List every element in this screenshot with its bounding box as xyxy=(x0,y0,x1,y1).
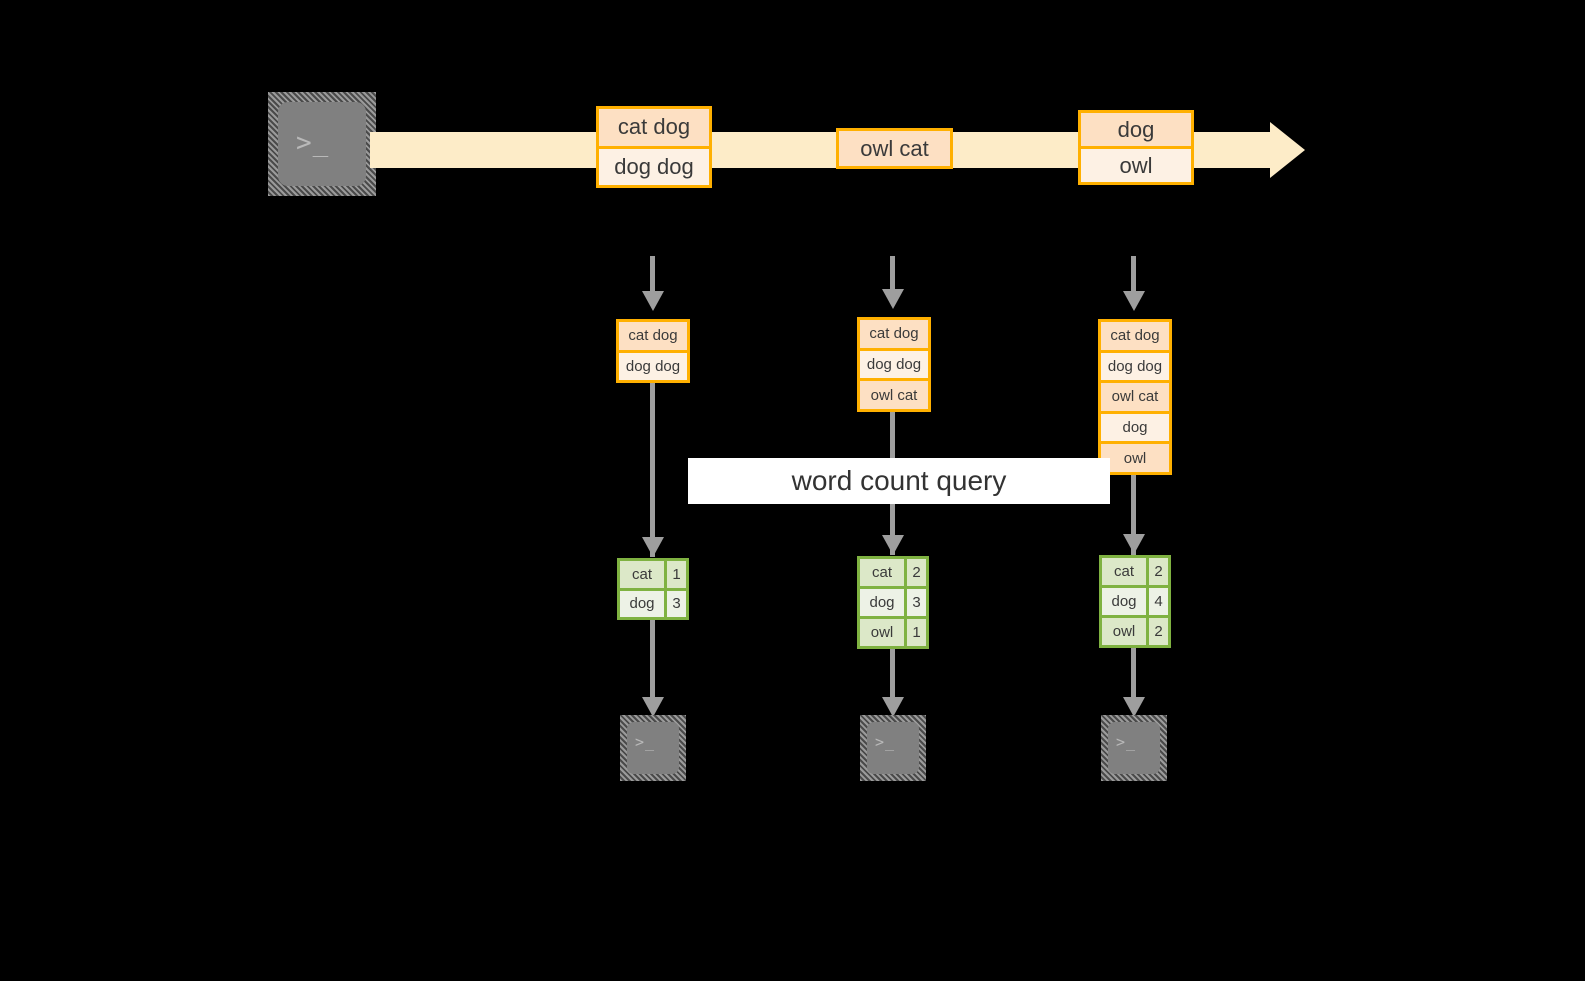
column-1-result-table: cat 1 dog 3 xyxy=(617,558,689,620)
stream-batch-3-row-2: owl xyxy=(1081,146,1191,182)
table-row: owl 1 xyxy=(860,616,926,646)
source-terminal-icon: >_ xyxy=(268,92,376,196)
column-2-query-arrowhead xyxy=(882,535,904,555)
column-2-buffer-row-3: owl cat xyxy=(860,378,928,410)
column-2-sink-arrowhead xyxy=(882,697,904,717)
column-3-sink-terminal-prompt: >_ xyxy=(1116,733,1137,751)
column-2-sink-line xyxy=(890,649,895,698)
column-2-sink-terminal-prompt: >_ xyxy=(875,733,896,751)
column-2-result-key-3: owl xyxy=(860,619,904,646)
column-1-buffer-row-2: dog dog xyxy=(619,349,687,380)
column-3-sink-terminal-body: >_ xyxy=(1108,722,1160,774)
column-2-result-value-3: 1 xyxy=(904,619,926,646)
column-2-buffer-row-2: dog dog xyxy=(860,347,928,379)
column-3-sink-line xyxy=(1131,648,1136,698)
column-2-sink-terminal-body: >_ xyxy=(867,722,919,774)
column-3-buffer-row-4: dog xyxy=(1101,410,1169,442)
stream-batch-3: dog owl xyxy=(1078,110,1194,185)
column-2-buffer: cat dog dog dog owl cat xyxy=(857,317,931,412)
column-3-result-value-3: 2 xyxy=(1146,618,1168,645)
stream-batch-2: owl cat xyxy=(836,128,953,169)
column-1-sink-terminal-body: >_ xyxy=(627,722,679,774)
column-1-buffer: cat dog dog dog xyxy=(616,319,690,383)
column-3-sink-arrowhead xyxy=(1123,697,1145,717)
column-1-result-key-1: cat xyxy=(620,561,664,588)
column-1-inbound-dashed-line xyxy=(650,256,655,292)
column-2-result-table: cat 2 dog 3 owl 1 xyxy=(857,556,929,649)
word-count-query-label: word count query xyxy=(791,465,1007,496)
column-3-result-key-2: dog xyxy=(1102,588,1146,615)
stream-batch-1: cat dog dog dog xyxy=(596,106,712,188)
table-row: dog 4 xyxy=(1102,585,1168,615)
stream-arrow-head xyxy=(1270,122,1305,178)
table-row: cat 2 xyxy=(860,559,926,586)
column-3-sink-terminal-icon: >_ xyxy=(1101,715,1167,781)
column-1-inbound-arrowhead xyxy=(642,291,664,311)
table-row: dog 3 xyxy=(620,587,686,617)
table-row: cat 1 xyxy=(620,561,686,588)
column-1-sink-line xyxy=(650,620,655,698)
column-3-query-line xyxy=(1131,475,1136,555)
column-3-result-value-1: 2 xyxy=(1146,558,1168,585)
column-3-query-arrowhead xyxy=(1123,534,1145,554)
column-3-inbound-dashed-line xyxy=(1131,256,1136,292)
column-1-result-value-2: 3 xyxy=(664,590,686,617)
column-1-sink-terminal-icon: >_ xyxy=(620,715,686,781)
column-1-result-key-2: dog xyxy=(620,590,664,617)
table-row: cat 2 xyxy=(1102,558,1168,585)
column-3-result-key-3: owl xyxy=(1102,618,1146,645)
stream-batch-3-row-1: dog xyxy=(1081,113,1191,146)
column-2-inbound-dashed-line xyxy=(890,256,895,290)
column-3-buffer-row-3: owl cat xyxy=(1101,380,1169,411)
column-1-result-value-1: 1 xyxy=(664,561,686,588)
column-1-query-arrowhead xyxy=(642,537,664,557)
column-3-buffer-row-5: owl xyxy=(1101,441,1169,472)
source-terminal-prompt: >_ xyxy=(296,128,330,158)
column-2-inbound-arrowhead xyxy=(882,289,904,309)
word-count-query-banner: word count query xyxy=(688,458,1110,504)
table-row: dog 3 xyxy=(860,586,926,616)
column-1-buffer-row-1: cat dog xyxy=(619,322,687,350)
column-3-buffer: cat dog dog dog owl cat dog owl xyxy=(1098,319,1172,475)
column-3-buffer-row-1: cat dog xyxy=(1101,322,1169,350)
column-2-result-key-2: dog xyxy=(860,589,904,616)
stream-batch-1-row-1: cat dog xyxy=(599,109,709,146)
column-3-buffer-row-2: dog dog xyxy=(1101,349,1169,381)
column-2-sink-terminal-icon: >_ xyxy=(860,715,926,781)
column-3-result-table: cat 2 dog 4 owl 2 xyxy=(1099,555,1171,648)
stream-batch-2-row-1: owl cat xyxy=(839,131,950,166)
column-2-result-value-1: 2 xyxy=(904,559,926,586)
column-3-result-key-1: cat xyxy=(1102,558,1146,585)
column-1-sink-terminal-prompt: >_ xyxy=(635,733,656,751)
column-3-result-value-2: 4 xyxy=(1146,588,1168,615)
table-row: owl 2 xyxy=(1102,615,1168,645)
column-2-buffer-row-1: cat dog xyxy=(860,320,928,348)
column-1-query-line xyxy=(650,383,655,557)
column-1-sink-arrowhead xyxy=(642,697,664,717)
column-2-result-value-2: 3 xyxy=(904,589,926,616)
column-3-inbound-arrowhead xyxy=(1123,291,1145,311)
column-2-result-key-1: cat xyxy=(860,559,904,586)
source-terminal-body: >_ xyxy=(278,102,366,186)
stream-batch-1-row-2: dog dog xyxy=(599,145,709,185)
